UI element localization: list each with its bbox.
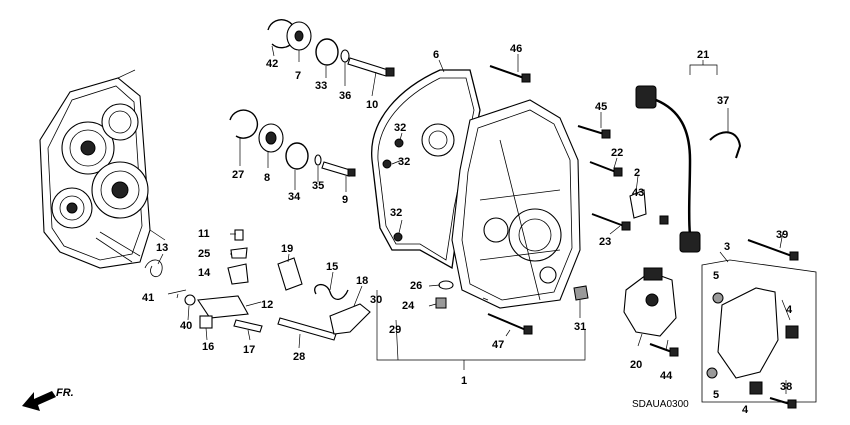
- callout-26: 26: [410, 280, 422, 292]
- callout-33: 33: [315, 80, 327, 92]
- callout-12: 12: [261, 299, 273, 311]
- callout-27: 27: [232, 169, 244, 181]
- callout-22: 22: [611, 147, 623, 159]
- callout-10: 10: [366, 99, 378, 111]
- callout-39: 39: [776, 229, 788, 241]
- leader-lines: [157, 45, 791, 394]
- callout-47: 47: [492, 339, 504, 351]
- callout-8: 8: [264, 172, 270, 184]
- callout-25: 25: [198, 248, 210, 260]
- callout-18: 18: [356, 275, 368, 287]
- small-parts-illustration: [144, 19, 799, 409]
- front-direction-label: FR.: [56, 387, 74, 399]
- callout-45: 45: [595, 101, 607, 113]
- callout-32b: 32: [398, 156, 410, 168]
- callout-41: 41: [142, 292, 154, 304]
- callout-2: 2: [634, 167, 640, 179]
- callout-7: 7: [295, 70, 301, 82]
- callout-32c: 32: [390, 207, 402, 219]
- callout-4b: 4: [742, 404, 749, 416]
- callout-46: 46: [510, 43, 522, 55]
- callout-29: 29: [389, 324, 401, 336]
- callout-5a: 5: [713, 270, 719, 282]
- side-cover-illustration: [451, 99, 581, 309]
- callout-38: 38: [780, 381, 792, 393]
- callout-9: 9: [342, 194, 348, 206]
- callout-37: 37: [717, 95, 729, 107]
- callout-21: 21: [697, 49, 709, 61]
- callout-1: 1: [461, 375, 467, 387]
- callout-28: 28: [293, 351, 305, 363]
- callout-36: 36: [339, 90, 351, 102]
- callout-13: 13: [156, 242, 168, 254]
- callout-17: 17: [243, 344, 255, 356]
- callout-40: 40: [180, 320, 192, 332]
- callout-labels: 1 2 3 4 4 5 5 6 7 8 9 10 11 12 13 14 15 …: [142, 43, 793, 416]
- callout-43: 43: [632, 187, 644, 199]
- sensor-illustration: [623, 267, 677, 337]
- callout-35: 35: [312, 180, 324, 192]
- callout-23: 23: [599, 236, 611, 248]
- callout-15: 15: [326, 261, 338, 273]
- callout-5b: 5: [713, 389, 719, 401]
- callout-14: 14: [198, 267, 211, 279]
- callout-11: 11: [198, 228, 210, 240]
- callout-19: 19: [281, 243, 293, 255]
- callout-20: 20: [630, 359, 642, 371]
- callout-31: 31: [574, 321, 586, 333]
- wire-harness-illustration: [635, 60, 742, 253]
- callout-6: 6: [433, 49, 439, 61]
- front-direction-arrow: FR.: [22, 387, 74, 411]
- diagram-code: SDAUA0300: [632, 399, 689, 410]
- callout-42: 42: [266, 58, 278, 70]
- callout-24: 24: [402, 300, 415, 312]
- transmission-housing-illustration: [39, 69, 166, 269]
- bracket-assembly-illustration: [701, 259, 817, 403]
- callout-16: 16: [202, 341, 214, 353]
- callout-30: 30: [370, 294, 382, 306]
- gasket-illustration: [371, 69, 481, 270]
- callout-3: 3: [724, 241, 730, 253]
- callout-44: 44: [660, 370, 673, 382]
- callout-32a: 32: [394, 122, 406, 134]
- callout-4a: 4: [786, 304, 793, 316]
- callout-34: 34: [288, 191, 301, 203]
